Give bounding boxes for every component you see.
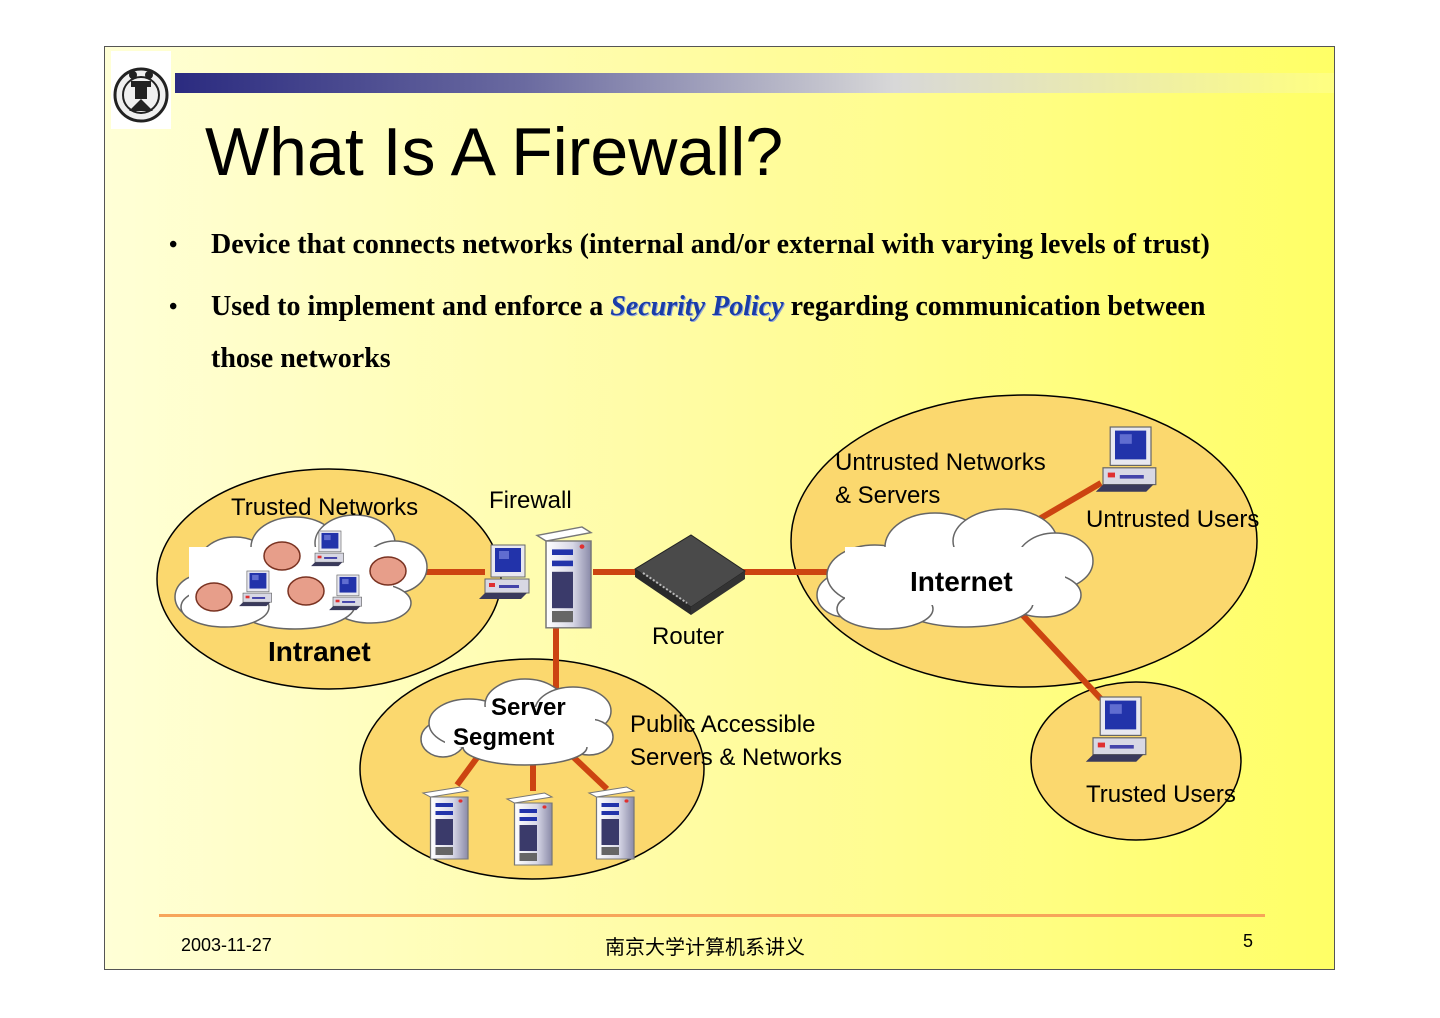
untrusted-networks-label: Untrusted Networks [835, 449, 1046, 476]
bullet-item: Device that connects networks (internal … [169, 219, 1249, 271]
intranet-nodes [195, 541, 407, 612]
firewall-label: Firewall [489, 487, 572, 514]
router-label: Router [652, 623, 724, 650]
footer-divider [159, 914, 1265, 917]
university-seal-logo [111, 51, 171, 129]
bullet-text: Used to implement and enforce a [211, 291, 611, 322]
bullet-text: Device that connects networks (internal … [211, 229, 1210, 260]
firewall-server-icon [536, 526, 592, 629]
slide-title: What Is A Firewall? [205, 114, 784, 190]
trusted-users-label: Trusted Users [1086, 781, 1236, 808]
footer-course-title: 南京大学计算机系讲义 [605, 935, 805, 959]
title-bar-decoration [175, 73, 1334, 93]
bullet-text: regarding communication between those ne… [211, 291, 1206, 374]
server-segment-label-line1: Server [491, 694, 566, 721]
server-segment-label-line2: Segment [453, 724, 554, 751]
internet-label: Internet [910, 566, 1013, 597]
bullet-list: Device that connects networks (internal … [169, 219, 1249, 395]
trusted-networks-label: Trusted Networks [231, 494, 418, 521]
bullet-item: Used to implement and enforce a Security… [169, 281, 1249, 385]
router-icon [634, 534, 746, 615]
security-policy-emphasis: Security Policy [610, 291, 784, 322]
intranet-label: Intranet [268, 636, 371, 667]
public-servers-label: Servers & Networks [630, 744, 842, 771]
slide: What Is A Firewall? Device that connects… [104, 46, 1335, 970]
page-number: 5 [1243, 931, 1254, 951]
untrusted-users-label: Untrusted Users [1086, 506, 1259, 533]
untrusted-servers-label: & Servers [835, 482, 940, 509]
internet-cloud-fill [845, 547, 1065, 605]
public-accessible-label: Public Accessible [630, 711, 815, 738]
network-links [423, 480, 1104, 792]
footer-date: 2003-11-27 [181, 935, 272, 955]
university-seal-icon [113, 67, 169, 123]
server-segment-cloud-fill [445, 707, 595, 747]
network-diagram: Trusted Networks Intranet Firewall Route… [156, 394, 1259, 880]
